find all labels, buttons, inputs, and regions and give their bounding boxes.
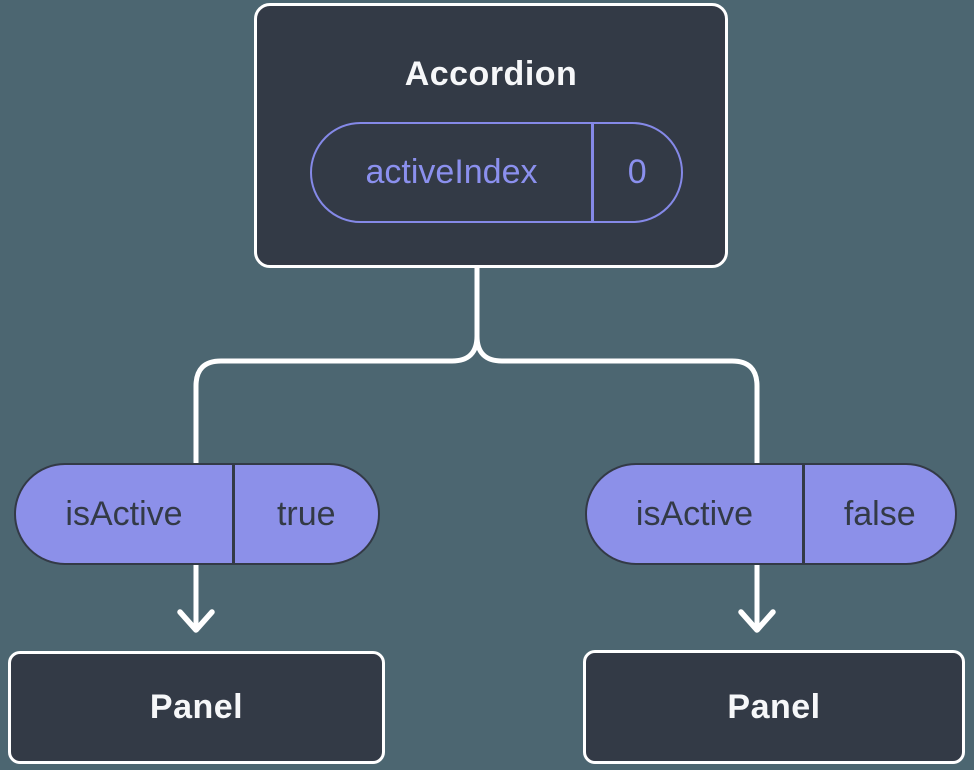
prop-pill-divider: [232, 465, 235, 563]
panel-node-title: Panel: [727, 687, 821, 726]
prop-pill-value: true: [276, 494, 336, 533]
arrowhead-right-icon: [738, 609, 776, 633]
panel-node-right: Panel: [583, 650, 965, 764]
arrowhead-left-icon: [177, 609, 215, 633]
prop-pill-isactive-right: isActive false: [585, 463, 957, 565]
panel-node-left: Panel: [8, 651, 385, 764]
panel-node-title: Panel: [149, 688, 244, 726]
state-pill-value: 0: [627, 153, 647, 191]
prop-pill-key: isActive: [65, 494, 183, 533]
prop-pill-divider: [802, 465, 805, 563]
prop-pill-isactive-left: isActive true: [14, 463, 380, 565]
state-pill-activeindex: activeIndex 0: [310, 122, 683, 223]
accordion-node-title: Accordion: [404, 55, 578, 93]
connector-branch-left: [193, 335, 480, 628]
prop-pill-key: isActive: [635, 494, 754, 533]
accordion-node: Accordion activeIndex 0: [254, 3, 728, 268]
prop-pill-value: false: [843, 494, 916, 533]
state-pill-key: activeIndex: [365, 153, 538, 191]
connector-branch-right: [474, 335, 760, 628]
state-pill-divider: [591, 124, 594, 221]
